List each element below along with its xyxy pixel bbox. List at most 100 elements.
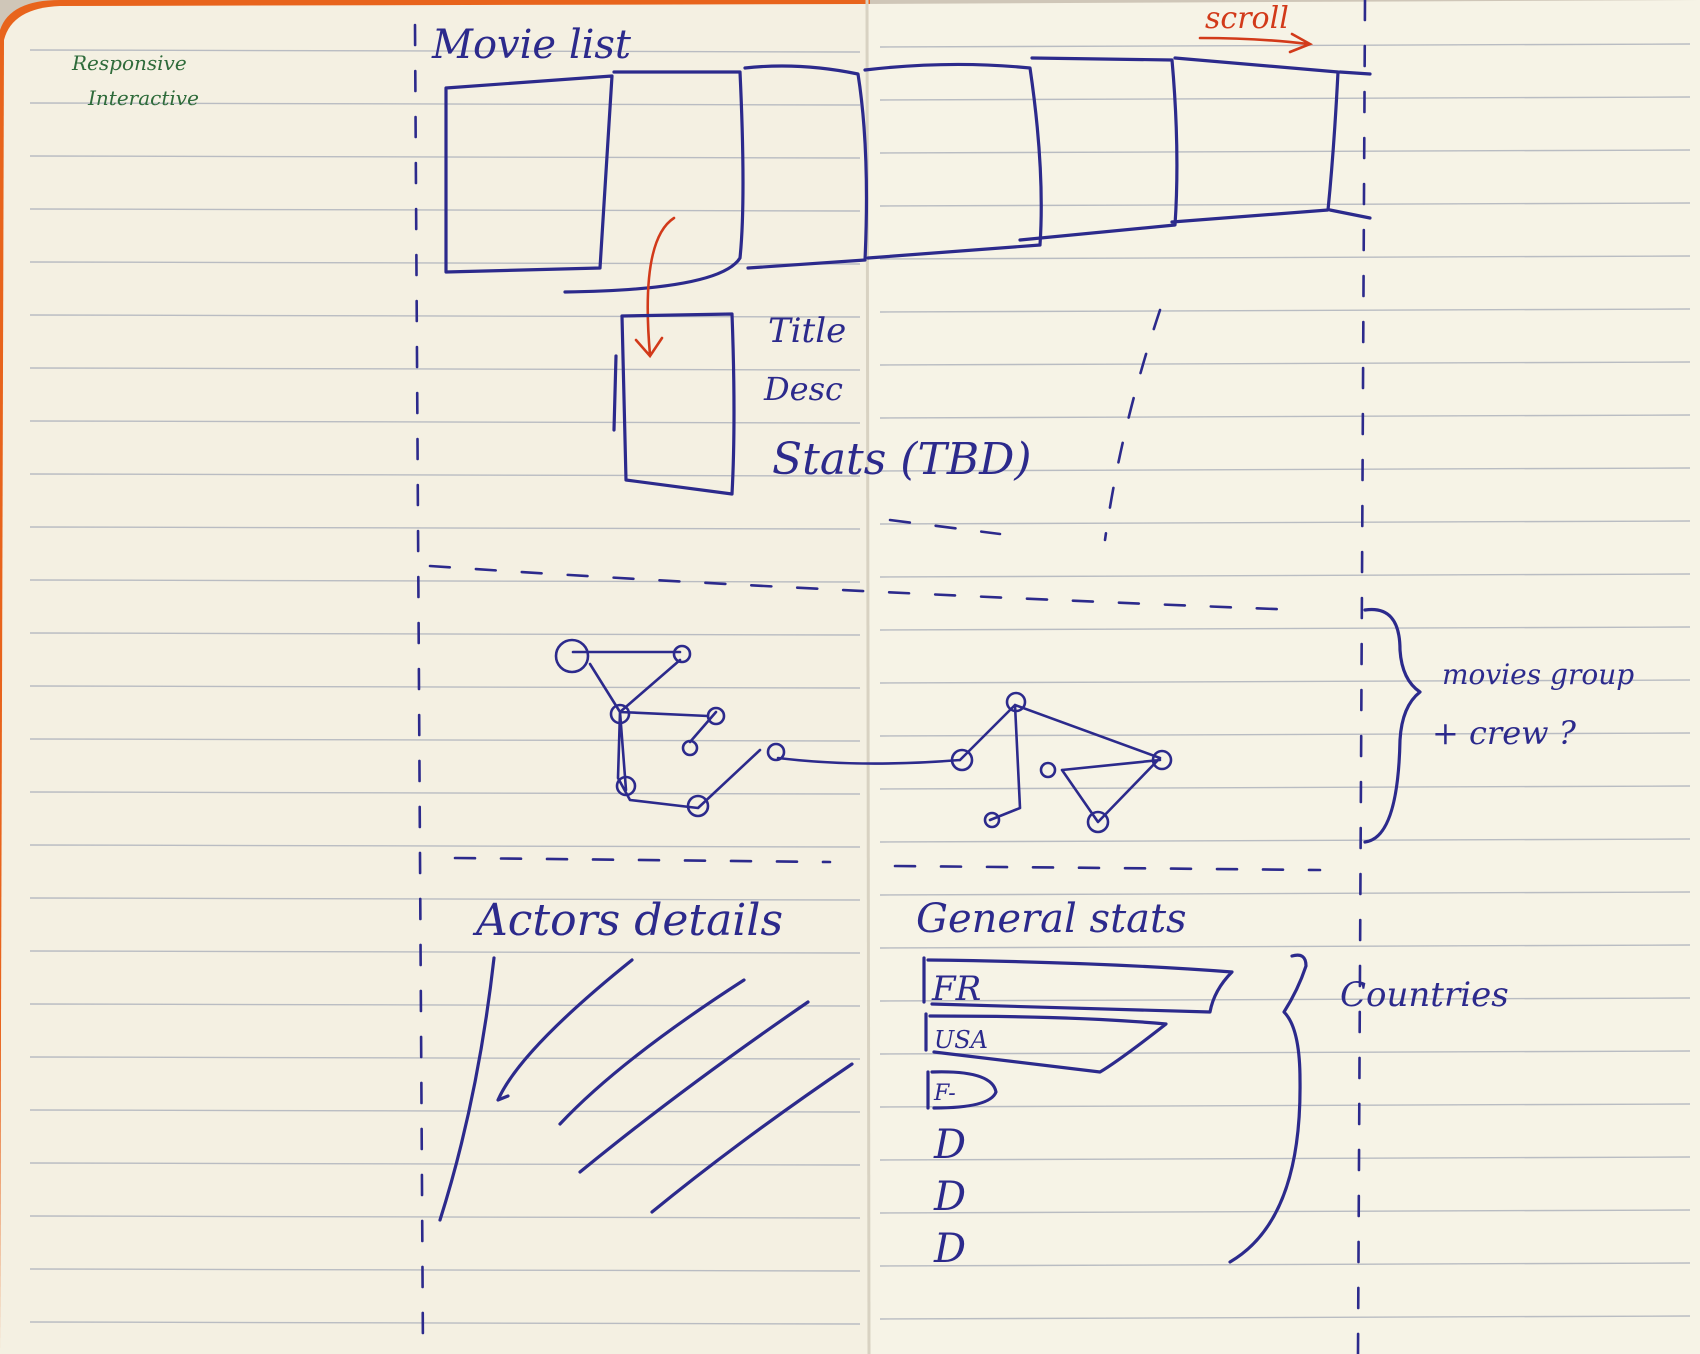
actors-placeholder-hatch [496, 958, 854, 1214]
ruled-line [879, 149, 1691, 154]
country-bar-label: D [933, 1122, 966, 1168]
ruled-line [879, 467, 1691, 472]
movie-card [1018, 56, 1179, 242]
graph-brace [1363, 607, 1422, 844]
select-arrow-icon [634, 216, 676, 359]
ruled-line [29, 738, 861, 742]
scroll-arrow-icon [1198, 32, 1314, 54]
graph-node [766, 742, 786, 762]
graph-node [1086, 810, 1110, 834]
ruled-line [879, 785, 1691, 790]
ruled-line [879, 891, 1691, 896]
graph-node [681, 739, 699, 757]
ruled-line [879, 679, 1691, 684]
ruled-line [879, 414, 1691, 419]
countries-annotation: Countries [1340, 975, 1509, 1015]
movie-card [743, 64, 869, 270]
ruled-line [879, 361, 1691, 366]
graph-annotation-line1: movies group [1442, 658, 1634, 691]
ruled-line [879, 1156, 1691, 1161]
ruled-line [879, 96, 1691, 101]
graph-node [686, 794, 710, 818]
ruled-line [879, 732, 1691, 737]
country-bar [922, 956, 1234, 1014]
country-bar-label: D [933, 1226, 966, 1272]
ruled-line [29, 791, 861, 795]
ruled-line [29, 1056, 861, 1060]
section-divider [428, 564, 1302, 612]
note-interactive: Interactive [87, 86, 199, 110]
movie-list-label: Movie list [431, 22, 632, 68]
ruled-line [879, 43, 1691, 48]
ruled-line [29, 49, 861, 53]
ruled-line [29, 950, 861, 954]
note-responsive: Responsive [71, 51, 187, 75]
graph-node [1151, 749, 1173, 771]
movie-card [563, 70, 745, 294]
left-margin-guide [413, 23, 425, 1354]
ruled-line [29, 1109, 861, 1113]
left-page [0, 4, 868, 1354]
ruled-line [879, 202, 1691, 207]
ruled-line [879, 1050, 1691, 1055]
graph-annotation-line2: + crew ? [1432, 714, 1577, 752]
movie-list-strip [444, 56, 1372, 294]
country-bar-chart: FR USA F- D D D [922, 956, 1234, 1272]
actors-box-edge [438, 956, 496, 1222]
graph-node [615, 775, 637, 797]
ruled-line [879, 308, 1691, 313]
ruled-line [29, 844, 861, 848]
ruled-line [29, 897, 861, 901]
section-divider [453, 856, 832, 864]
detail-title-field: Title [768, 311, 846, 351]
detail-box-edge [888, 518, 1002, 536]
graph-node [1005, 691, 1027, 713]
country-bar-label: FR [931, 969, 981, 1009]
right-page [866, 0, 1700, 1354]
scroll-label: scroll [1205, 1, 1289, 36]
country-bar-label: USA [934, 1026, 988, 1054]
movie-card [1170, 56, 1372, 224]
movie-card [863, 62, 1043, 260]
ruled-line [29, 579, 861, 583]
ruled-line [879, 1315, 1691, 1320]
ruled-line [29, 314, 861, 318]
graph-node [609, 703, 631, 725]
country-bar-label: F- [933, 1081, 956, 1106]
country-bar [924, 1012, 1168, 1074]
ruled-line [29, 685, 861, 689]
ruled-line [29, 1215, 861, 1219]
ruled-line [29, 632, 861, 636]
graph-node [706, 706, 726, 726]
country-bar [926, 1070, 998, 1110]
actors-details-label: Actors details [472, 895, 783, 946]
ruled-line [879, 626, 1691, 631]
ruled-line [879, 520, 1691, 525]
ruled-line [879, 1103, 1691, 1108]
movie-card [444, 74, 614, 274]
graph-node [1039, 761, 1057, 779]
ruled-lines [29, 43, 1691, 1325]
country-bar-label: D [933, 1174, 966, 1220]
graph-node [554, 638, 590, 674]
graph-node [950, 748, 974, 772]
ruled-line [29, 1003, 861, 1007]
ruled-line [29, 1162, 861, 1166]
detail-stats-field: Stats (TBD) [772, 434, 1032, 485]
movies-network-graph [554, 638, 1173, 834]
ruled-line [879, 838, 1691, 843]
ruled-line [29, 473, 861, 477]
graph-node [672, 644, 692, 664]
ruled-line [29, 367, 861, 371]
ruled-line [29, 420, 861, 424]
ruled-line [879, 1209, 1691, 1214]
ruled-line [29, 1268, 861, 1272]
movie-detail-card [612, 312, 736, 496]
ruled-line [29, 1321, 861, 1325]
graph-node [983, 811, 1001, 829]
ruled-line [879, 944, 1691, 949]
ruled-line [879, 1262, 1691, 1267]
ruled-line [879, 997, 1691, 1002]
general-stats-label: General stats [916, 896, 1187, 942]
